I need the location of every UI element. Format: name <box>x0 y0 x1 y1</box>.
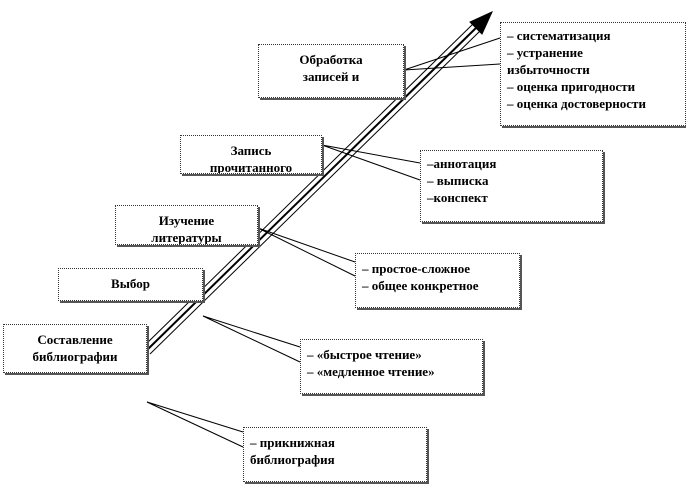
detail-item: –конспект <box>427 190 488 205</box>
step-study: Изучение литературы <box>115 205 258 245</box>
detail-item: – систематизация <box>507 28 611 43</box>
step-title-line2: литературы <box>151 230 222 245</box>
step-bibliography: Составление библиографии <box>3 324 147 373</box>
details-study: – простое-сложное – общее конкретное <box>355 253 520 308</box>
step-title: Изучение <box>158 213 215 228</box>
detail-item: – «медленное чтение» <box>307 364 435 379</box>
step-title: Выбор <box>111 276 150 291</box>
detail-item: – общее конкретное <box>362 278 479 293</box>
detail-item: – оценка пригодности <box>507 79 636 94</box>
details-processing: – систематизация – устранение избыточнос… <box>500 22 686 126</box>
detail-item: – оценка достоверности <box>507 96 646 111</box>
details-choice: – «быстрое чтение» – «медленное чтение» <box>300 339 483 394</box>
step-title: Обработка <box>299 52 363 67</box>
detail-item: – устранение <box>507 45 583 60</box>
step-processing: Обработка записей и <box>258 44 404 98</box>
step-choice: Выбор <box>58 268 203 301</box>
step-title-line2: библиографии <box>32 349 118 364</box>
detail-item: – «быстрое чтение» <box>307 347 422 362</box>
detail-item: библиография <box>250 452 335 467</box>
step-title: Составление <box>37 332 113 347</box>
step-title: Запись <box>230 143 272 158</box>
detail-item: –аннотация <box>427 156 497 171</box>
detail-item: избыточности <box>507 62 590 77</box>
detail-item: – выписка <box>427 173 489 188</box>
step-title-line2: прочитанного <box>209 160 293 174</box>
detail-item: – прикнижная <box>250 435 335 450</box>
details-record: –аннотация – выписка –конспект <box>420 150 603 222</box>
detail-item: – простое-сложное <box>362 261 470 276</box>
details-bibliography: – прикнижная библиография <box>243 427 427 482</box>
step-title-line2: записей и <box>302 69 360 84</box>
step-record: Запись прочитанного <box>180 135 322 174</box>
callout-lines <box>146 37 501 448</box>
